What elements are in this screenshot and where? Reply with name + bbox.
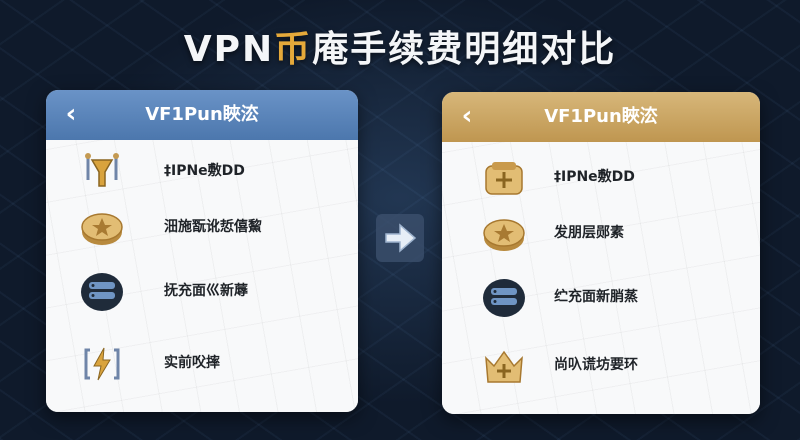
list-item[interactable]: 实前㕮摔: [46, 336, 358, 392]
left-panel: ‹ VF1Pun䀹㳒 ‡IPNe敷DD 沺施翫讹悊僖鯬: [46, 90, 358, 412]
right-panel-title: VF1Pun䀹㳒: [544, 106, 658, 127]
arrow-right-icon: [376, 214, 424, 262]
left-panel-body: ‡IPNe敷DD 沺施翫讹悊僖鯬 抚充面巛新蓐: [46, 140, 358, 412]
left-panel-header: ‹ VF1Pun䀹㳒: [46, 90, 358, 140]
title-prefix: VPN: [183, 29, 275, 70]
coin-star-icon: [483, 219, 525, 251]
right-panel-body: ‡IPNe敷DD 发朋层郧素 纻充面新䏴蒸 尚叺谎坊要环: [442, 142, 760, 414]
server-icon: [483, 279, 525, 317]
title-accent: 币: [274, 29, 313, 70]
wallet-plus-icon: [485, 162, 523, 195]
list-item[interactable]: 发朋层郧素: [442, 206, 760, 262]
right-panel-header: ‹ VF1Pun䀹㳒: [442, 92, 760, 142]
list-item[interactable]: 沺施翫讹悊僖鯬: [46, 200, 358, 256]
list-item[interactable]: 纻充面新䏴蒸: [442, 270, 760, 326]
title-suffix: 庵手续费明细对比: [312, 29, 617, 70]
list-item[interactable]: ‡IPNe敷DD: [46, 144, 358, 200]
list-item-label: ‡IPNe敷DD: [554, 169, 635, 185]
list-item[interactable]: ‡IPNe敷DD: [442, 150, 760, 206]
server-icon: [81, 273, 123, 311]
list-item-label: 尚叺谎坊要环: [554, 357, 638, 373]
list-item-label: 实前㕮摔: [164, 355, 220, 371]
list-item-label: ‡IPNe敷DD: [164, 163, 245, 179]
left-panel-title: VF1Pun䀹㳒: [145, 104, 259, 125]
right-panel: ‹ VF1Pun䀹㳒 ‡IPNe敷DD 发朋层郧素: [442, 92, 760, 414]
coin-star-icon: [81, 213, 123, 245]
list-item-label: 抚充面巛新蓐: [164, 283, 248, 299]
list-item-label: 沺施翫讹悊僖鯬: [164, 219, 262, 235]
list-item[interactable]: 抚充面巛新蓐: [46, 264, 358, 320]
list-item[interactable]: 尚叺谎坊要环: [442, 338, 760, 394]
chevron-left-icon[interactable]: ‹: [65, 99, 77, 129]
list-item-label: 发朋层郧素: [554, 225, 624, 241]
funnel-icon: [85, 153, 119, 187]
crown-plus-icon: [485, 350, 523, 383]
lightning-bracket-icon: [84, 347, 120, 381]
page-title: VPN币庵手续费明细对比: [0, 20, 800, 70]
list-item-label: 纻充面新䏴蒸: [554, 289, 638, 305]
chevron-left-icon[interactable]: ‹: [461, 101, 473, 131]
